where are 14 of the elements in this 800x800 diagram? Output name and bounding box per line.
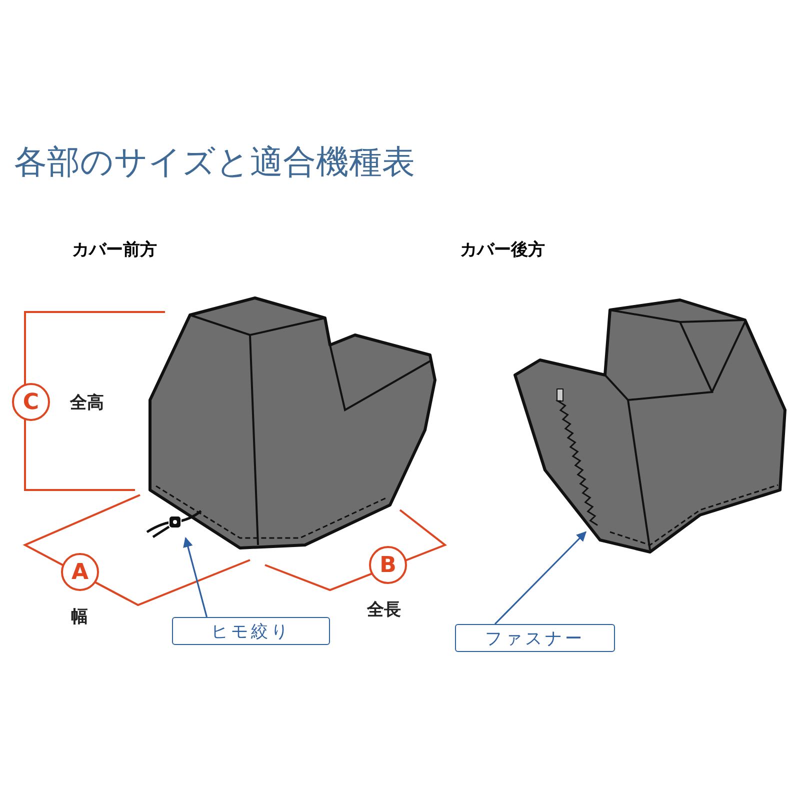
dimension-label: 全長 [367,599,401,621]
leader-arrow [183,537,208,618]
dimension-marker: A [61,553,99,591]
callout-label: ヒモ絞り [172,617,330,645]
dimension-marker: B [369,546,407,584]
dimension-label: 全高 [70,392,104,414]
section-label: カバー後方 [460,239,545,261]
leader-arrow [494,531,586,625]
section-label: カバー前方 [72,239,157,261]
drawstring-drawing [145,508,203,538]
dimension-label: 幅 [71,606,88,628]
title: 各部のサイズと適合機種表 [14,141,415,183]
dimension-marker: C [12,383,50,421]
callout-label: ファスナー [455,624,615,652]
